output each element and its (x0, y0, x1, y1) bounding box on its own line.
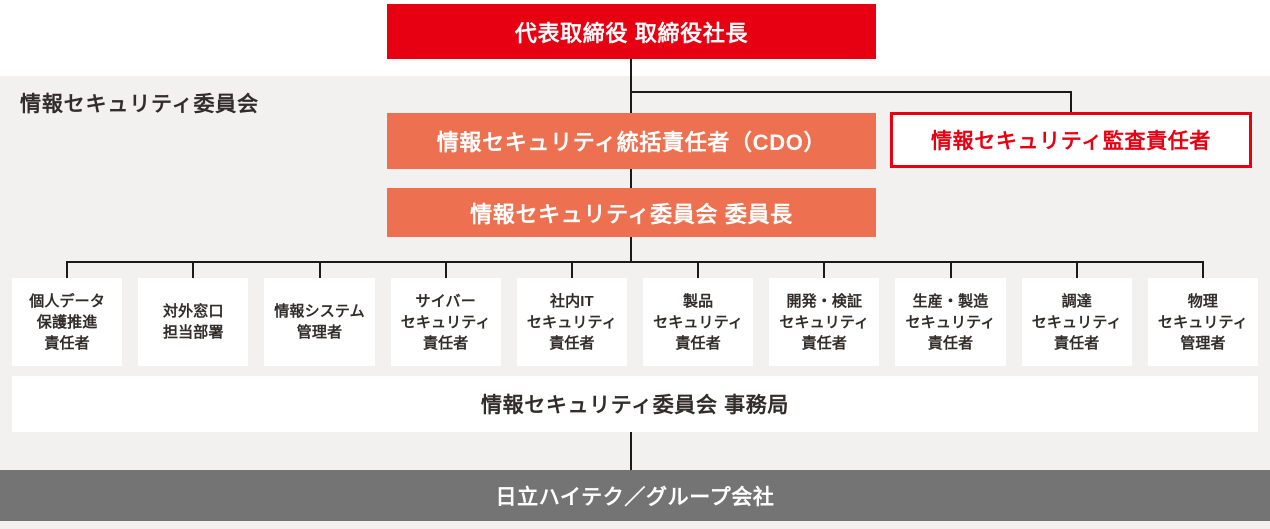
audit-officer-box: 情報セキュリティ監査責任者 (890, 112, 1252, 168)
member-row: 個人データ 保護推進 責任者 対外窓口 担当部署 情報システム 管理者 サイバー… (12, 278, 1259, 366)
member-box-internal-it: 社内IT セキュリティ 責任者 (516, 278, 628, 366)
secretariat-box: 情報セキュリティ委員会 事務局 (12, 376, 1258, 432)
member-box-procurement: 調達 セキュリティ 責任者 (1021, 278, 1132, 366)
cdo-box: 情報セキュリティ統括責任者（CDO） (387, 113, 876, 169)
president-box: 代表取締役 取締役社長 (387, 4, 876, 59)
member-box-production: 生産・製造 セキュリティ 責任者 (895, 278, 1006, 366)
member-box-product-security: 製品 セキュリティ 責任者 (643, 278, 754, 366)
committee-panel-label: 情報セキュリティ委員会 (20, 93, 259, 116)
member-box-info-systems: 情報システム 管理者 (264, 278, 375, 366)
member-box-external-contact: 対外窓口 担当部署 (138, 278, 249, 366)
member-box-physical-security: 物理 セキュリティ 管理者 (1147, 278, 1259, 366)
group-company-box: 日立ハイテク／グループ会社 (0, 470, 1270, 521)
member-box-dev-verification: 開発・検証 セキュリティ 責任者 (769, 278, 880, 366)
committee-chair-box: 情報セキュリティ委員会 委員長 (387, 188, 876, 237)
member-box-cyber-security: サイバー セキュリティ 責任者 (390, 278, 501, 366)
member-box-personal-data: 個人データ 保護推進 責任者 (12, 278, 123, 366)
